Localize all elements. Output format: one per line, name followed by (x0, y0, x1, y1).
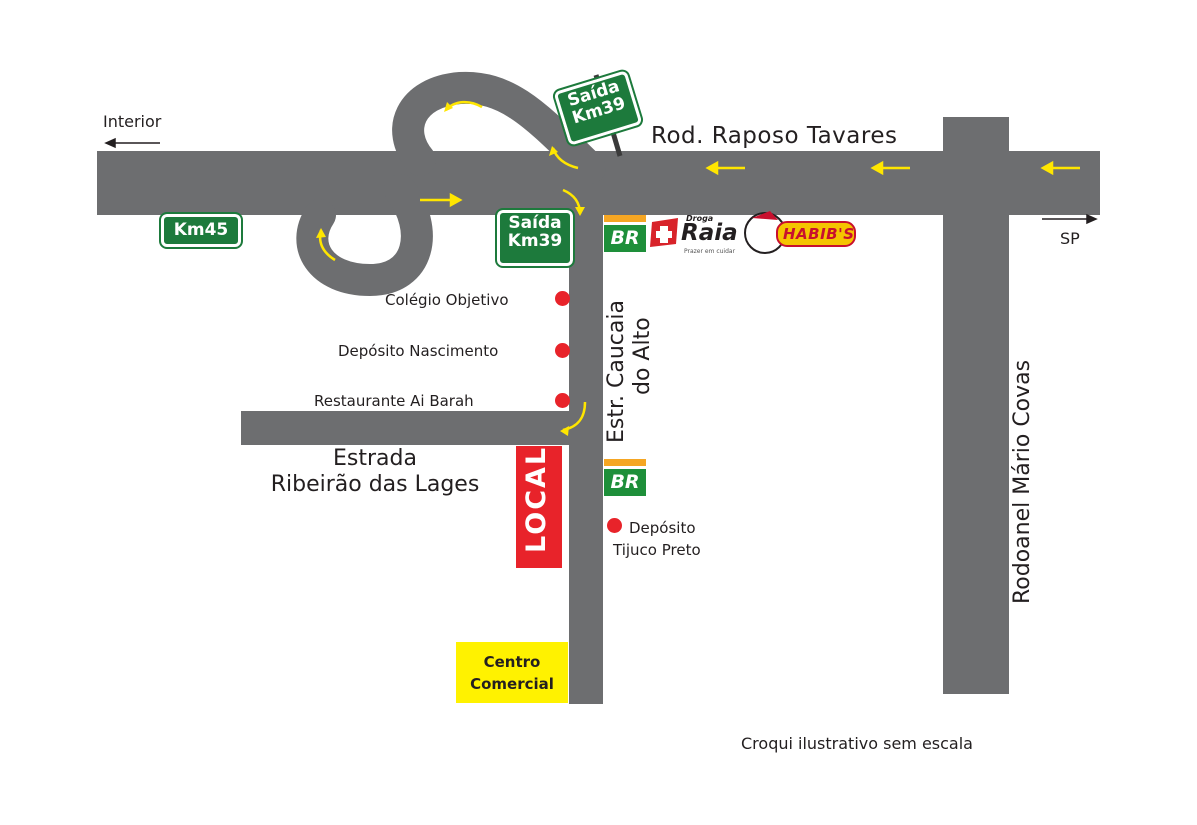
br-stripe (604, 459, 646, 466)
exit-km39-sign-bottom: Saída Km39 (495, 208, 575, 268)
deposito-tijuco-line1: Depósito (629, 519, 696, 537)
footer-note: Croqui ilustrativo sem escala (741, 734, 973, 753)
raia-droga-text: Droga (686, 214, 714, 223)
habibs-text: HABIB'S (783, 225, 855, 243)
centro-line1: Centro (483, 653, 541, 671)
km45-text: Km45 (173, 220, 229, 240)
exit-bottom-line2: Km39 (507, 230, 563, 251)
raia-tagline: Prazer em cuidar (684, 248, 736, 255)
br-stripe (604, 215, 646, 222)
ribeirao-label-line2: Ribeirão das Lages (270, 472, 480, 497)
caucaia-label-line2: do Alto (630, 317, 655, 395)
red-dot-marker (607, 518, 622, 533)
road-rodoanel (943, 117, 1009, 694)
red-dot-marker (555, 393, 570, 408)
br-text: BR (604, 469, 646, 496)
exit-ramp (551, 165, 601, 222)
km45-sign: Km45 (159, 212, 243, 249)
red-dot-marker (555, 343, 570, 358)
centro-comercial-box: Centro Comercial (456, 642, 568, 703)
road-ribeirao (241, 411, 586, 445)
road-caucaia (569, 190, 603, 704)
traffic-arrows (420, 160, 1080, 208)
br-text: BR (604, 225, 646, 252)
ribeirao-label: Estrada Ribeirão das Lages (246, 446, 504, 498)
lower-loop-ramp (296, 174, 433, 297)
deposito-tijuco-line2: Tijuco Preto (613, 541, 701, 559)
br-logo: BR (604, 215, 646, 252)
deposito-nascimento-label: Depósito Nascimento (338, 342, 499, 360)
interior-label: Interior (103, 112, 162, 131)
br-logo-lower: BR (604, 459, 646, 496)
habibs-logo (744, 211, 856, 254)
raia-text: Raia (681, 220, 738, 246)
upper-loop-ramp (392, 71, 606, 184)
caucaia-label: Estr. Caucaia do Alto (604, 300, 656, 443)
centro-line2: Comercial (470, 675, 554, 693)
restaurante-label: Restaurante Ai Barah (314, 392, 474, 410)
red-dot-marker (555, 291, 570, 306)
ribeirao-label-line1: Estrada (333, 446, 417, 471)
caucaia-label-line1: Estr. Caucaia (604, 300, 629, 443)
sp-label: SP (1060, 229, 1080, 248)
exit-bottom-line1: Saída (508, 213, 562, 233)
local-marker: LOCAL (516, 446, 562, 568)
colegio-objetivo-label: Colégio Objetivo (385, 291, 509, 309)
raposo-tavares-label: Rod. Raposo Tavares (651, 123, 898, 149)
rodoanel-label: Rodoanel Mário Covas (1010, 359, 1035, 604)
deposito-tijuco-label: Depósito Tijuco Preto (613, 517, 701, 561)
local-text: LOCAL (521, 445, 552, 553)
raia-cross-icon (650, 218, 678, 247)
